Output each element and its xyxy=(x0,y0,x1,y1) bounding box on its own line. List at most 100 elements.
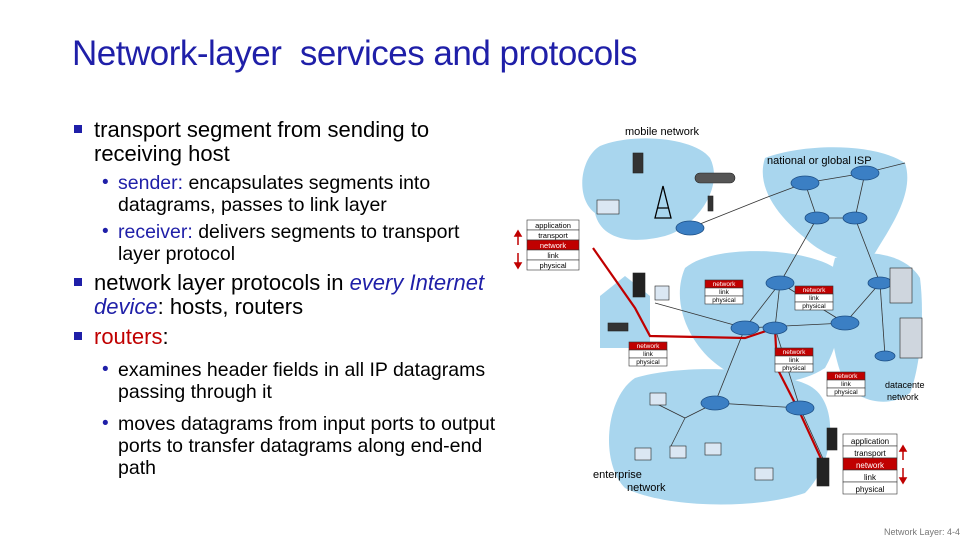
router-icon xyxy=(675,220,705,236)
traffic-light-icon xyxy=(707,195,714,212)
bullet-routers: routers: xyxy=(72,325,502,349)
stack-layer-box xyxy=(774,363,814,373)
stack-layer-label: transport xyxy=(538,231,569,240)
router-icon xyxy=(730,320,760,336)
move-text: moves datagrams from input ports to outp… xyxy=(118,413,496,479)
bullet-list: transport segment from sending to receiv… xyxy=(72,118,502,484)
laptop-icon xyxy=(754,467,774,481)
stack-layer-label: physical xyxy=(834,389,858,396)
stack-layer-box xyxy=(704,295,744,305)
bullet-protocols: network layer protocols in every Interne… xyxy=(72,271,502,319)
stack-layer-label: link xyxy=(643,351,654,358)
router-icon xyxy=(830,315,860,331)
stack-layer-label: link xyxy=(789,357,800,364)
receiver-label: receiver: xyxy=(118,221,193,243)
dot-bullet-icon: • xyxy=(102,221,109,242)
stack-layer-label: link xyxy=(841,381,852,388)
stack-layer-label: physical xyxy=(539,261,566,270)
square-bullet-icon xyxy=(74,125,82,133)
router-icon xyxy=(785,400,815,416)
square-bullet-icon xyxy=(74,332,82,340)
stack-layer-box xyxy=(794,301,834,311)
slide-footer: Network Layer: 4-4 xyxy=(883,527,960,537)
stack-layer-label: network xyxy=(803,287,827,294)
datacenter-label-2: network xyxy=(887,392,919,402)
mobile-network-label: mobile network xyxy=(625,126,699,138)
routers-colon: : xyxy=(162,324,169,349)
datacenter-server-icon xyxy=(899,317,923,359)
cell-tower-icon xyxy=(654,185,672,219)
square-bullet-icon xyxy=(74,278,82,286)
examine-text: examines header fields in all IP datagra… xyxy=(118,359,486,403)
router-protocol-stacks: networklinkphysicalnetworklinkphysicalne… xyxy=(628,279,866,397)
dot-bullet-icon: • xyxy=(102,359,109,380)
stack-layer-label: physical xyxy=(782,365,806,372)
stack-layer-label: transport xyxy=(854,449,886,458)
router-icon xyxy=(850,165,880,181)
network-diagram: applicationtransportnetworklinkphysical … xyxy=(513,126,925,505)
server-icon xyxy=(826,427,838,451)
stack-layer-label: physical xyxy=(636,359,660,366)
datacenter-server-icon xyxy=(889,267,913,304)
protocol-stack-destination: application transport network link physical xyxy=(842,433,898,495)
routers xyxy=(675,165,896,416)
router-icon xyxy=(874,350,896,362)
stack-layer-box xyxy=(628,357,668,367)
stack-layer-box xyxy=(526,259,580,271)
router-icon xyxy=(842,211,868,225)
dot-bullet-icon: • xyxy=(102,172,109,193)
protocols-tail: : hosts, routers xyxy=(157,294,304,319)
phone-icon xyxy=(632,152,644,174)
bullet-text: transport segment from sending to receiv… xyxy=(94,117,430,166)
sub-bullet-move: • moves datagrams from input ports to ou… xyxy=(72,413,502,479)
router-icon xyxy=(790,175,820,191)
router-icon xyxy=(762,321,788,335)
sub-bullet-examine: • examines header fields in all IP datag… xyxy=(72,359,502,403)
stack-layer-label: network xyxy=(856,461,885,470)
protocols-emphasis: every Internet device xyxy=(94,270,485,319)
router-icon xyxy=(867,276,893,290)
sender-label: sender: xyxy=(118,172,184,194)
stack-layer-label: application xyxy=(851,437,889,446)
sub-bullet-receiver: • receiver: delivers segments to transpo… xyxy=(72,221,502,265)
stack-layer-label: link xyxy=(864,473,877,482)
sender-text: encapsulates segments into datagrams, pa… xyxy=(118,172,431,216)
stack-layer-label: link xyxy=(547,251,559,260)
protocols-text: network layer protocols in xyxy=(94,270,350,295)
stack-arrows xyxy=(513,229,908,485)
router-icon xyxy=(700,395,730,411)
router-box-icon xyxy=(607,322,629,332)
stack-layer-label: physical xyxy=(802,303,826,310)
stack-layer-label: application xyxy=(535,221,571,230)
stack-layer-label: network xyxy=(540,241,567,250)
desktop-icon xyxy=(704,442,722,456)
stack-layer-box xyxy=(842,481,898,495)
desktop-icon xyxy=(634,447,652,461)
desktop-icon xyxy=(654,285,670,301)
stack-layer-label: physical xyxy=(712,297,736,304)
stack-layer-box xyxy=(826,387,866,397)
mobile-network-cloud xyxy=(582,138,714,240)
stack-layer-label: link xyxy=(719,289,730,296)
stack-layer-label: network xyxy=(783,349,807,356)
receiver-text: delivers segments to transport layer pro… xyxy=(118,221,460,265)
server-icon xyxy=(632,272,646,298)
router-icon xyxy=(804,211,830,225)
isp-label: national or global ISP xyxy=(767,155,872,167)
server-icon xyxy=(816,457,830,487)
datacenter-label: datacenter xyxy=(885,380,925,390)
slide-title: Network-layer services and protocols xyxy=(72,34,638,73)
stack-layer-label: network xyxy=(835,373,859,380)
dot-bullet-icon: • xyxy=(102,413,109,434)
enterprise-label-2: network xyxy=(627,482,666,494)
desktop-icon xyxy=(649,392,667,406)
stack-layer-label: physical xyxy=(856,485,885,494)
hosts xyxy=(596,152,923,487)
desktop-icon xyxy=(669,445,687,459)
